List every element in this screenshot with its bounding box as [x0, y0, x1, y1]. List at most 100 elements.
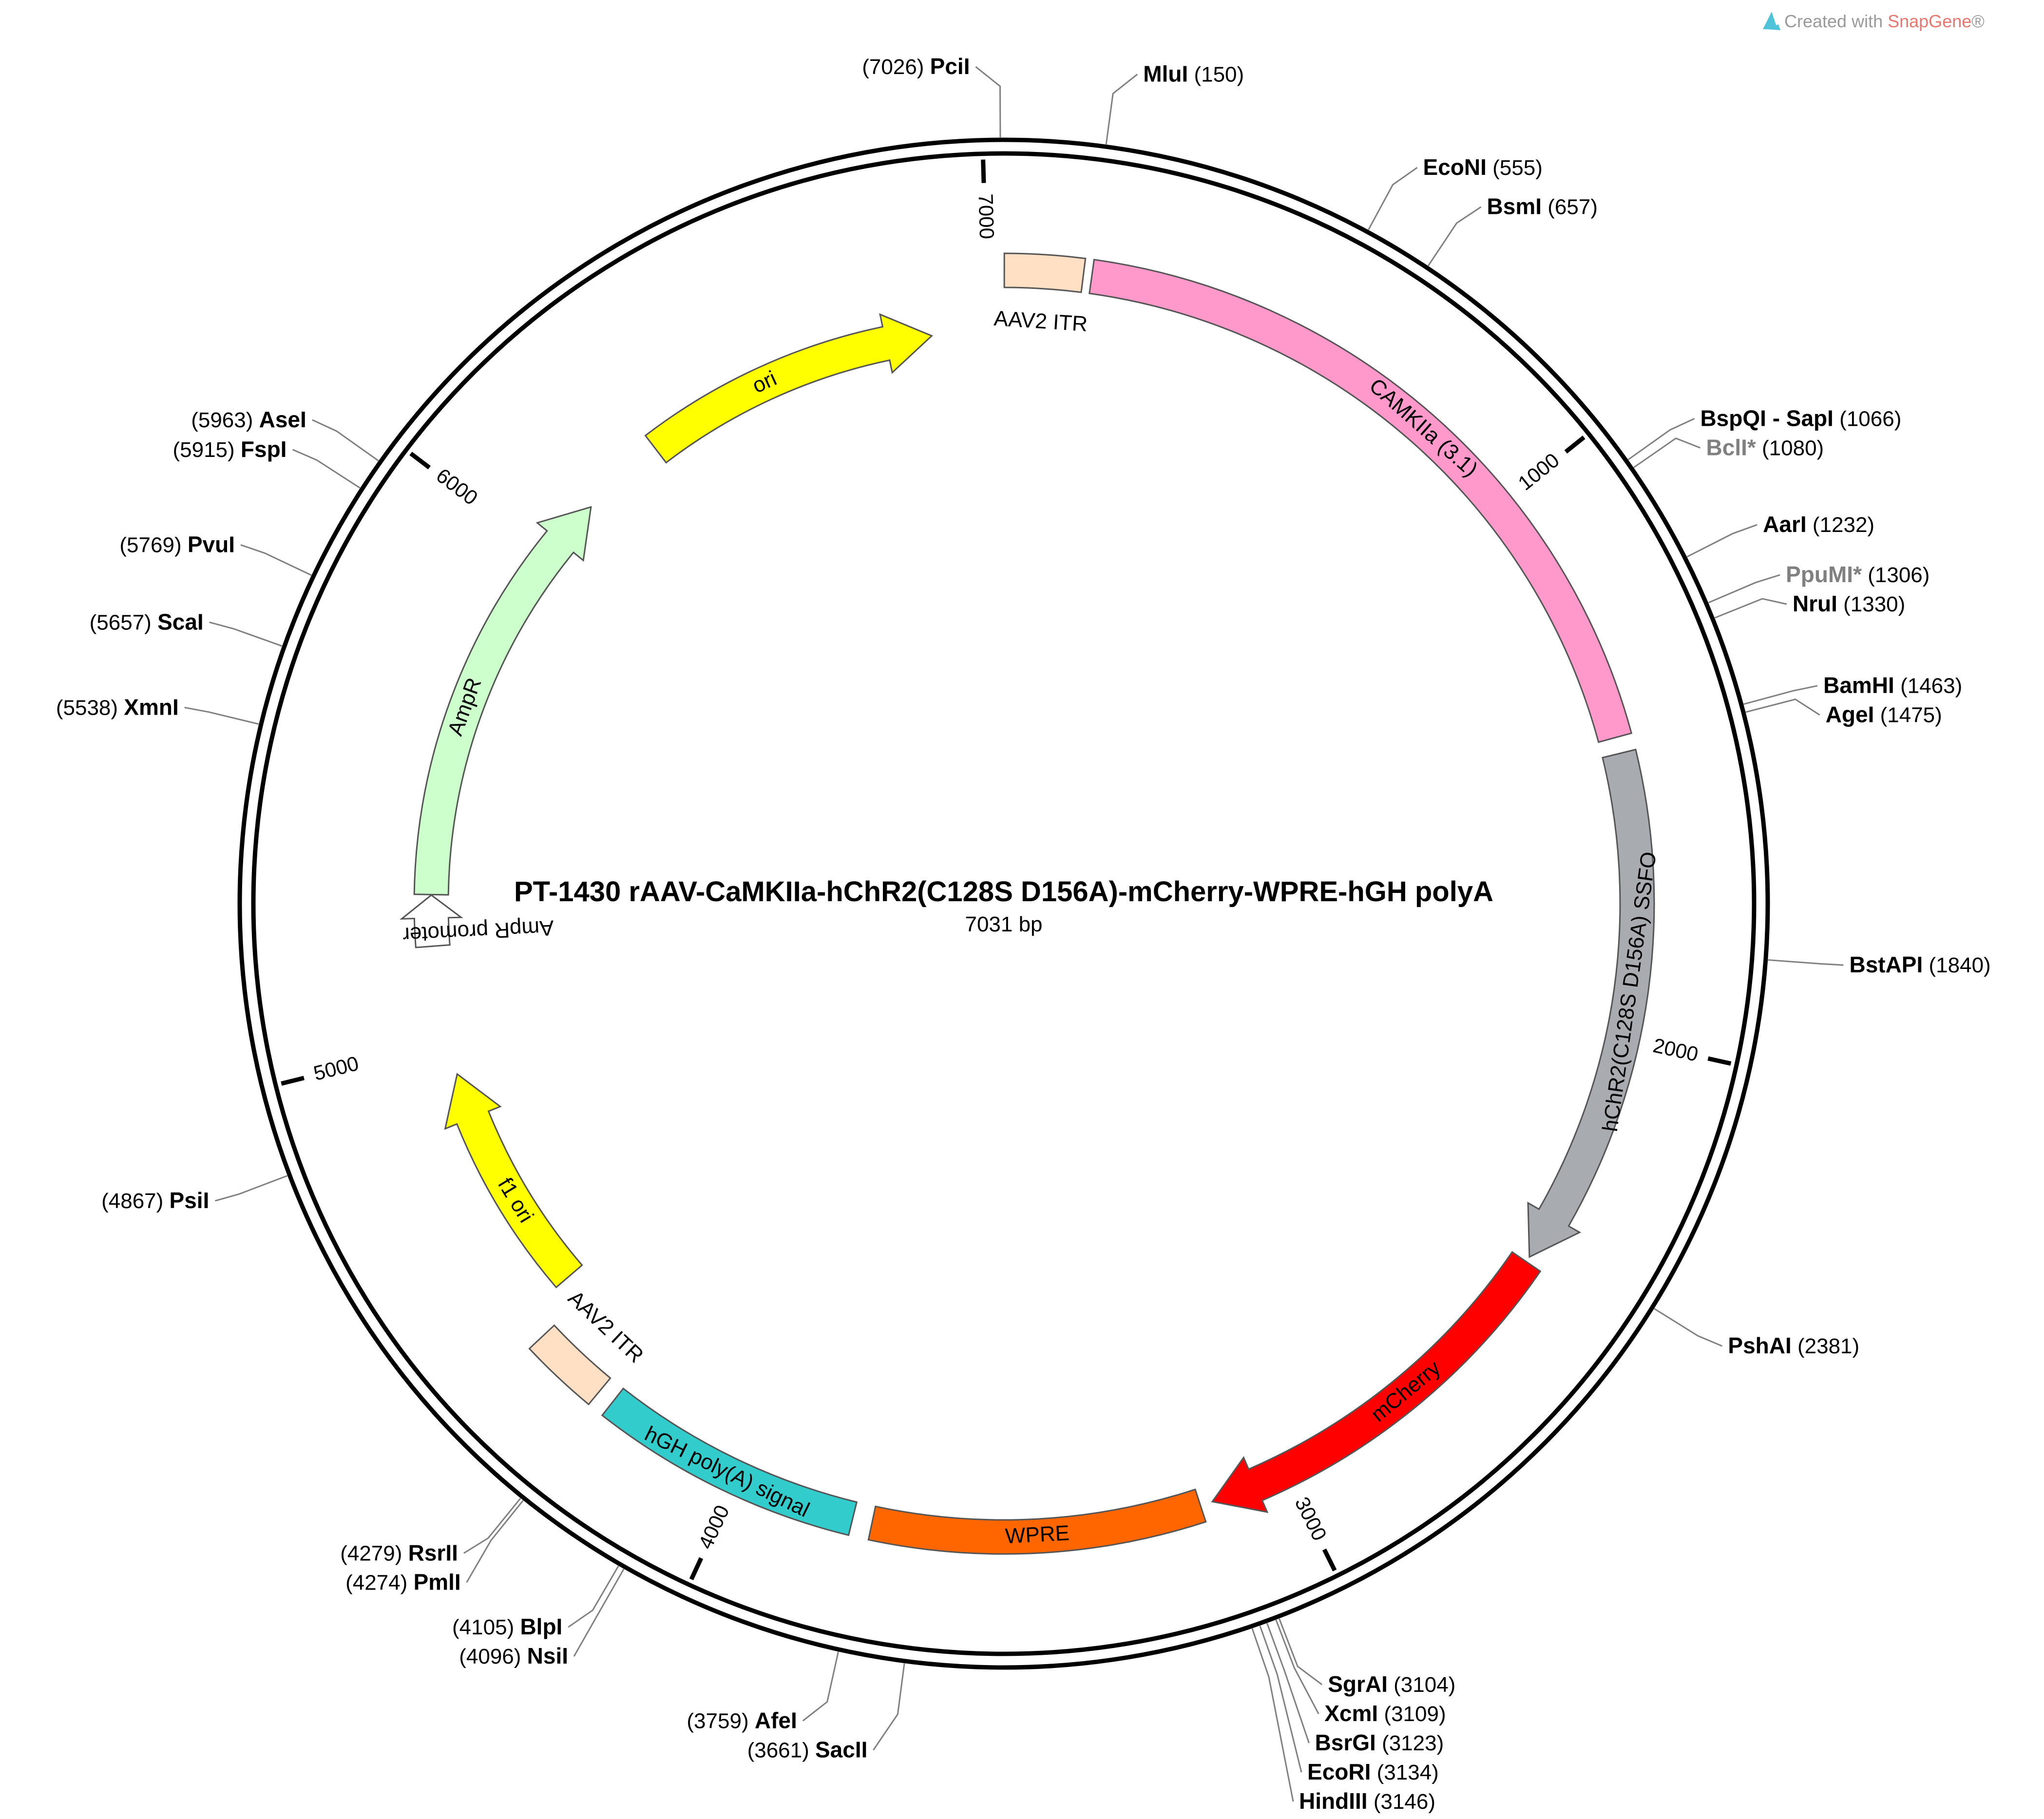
site-label: XcmI (3109): [1324, 1701, 1446, 1726]
feature-ori[interactable]: [644, 313, 934, 464]
site-label: (3759) AfeI: [687, 1707, 797, 1733]
site-xcmi[interactable]: XcmI (3109): [1275, 1619, 1446, 1726]
site-position: (555): [1487, 156, 1543, 180]
tick-mark: [409, 452, 431, 470]
site-leader-line: [1633, 437, 1701, 469]
feature-label-aav2-itr: AAV2 ITR: [993, 306, 1088, 336]
site-position: (1330): [1837, 592, 1905, 616]
site-name: AseI: [259, 407, 306, 432]
feature-mcherry[interactable]: [1211, 1251, 1542, 1513]
site-label: EcoNI (555): [1423, 154, 1543, 180]
feature-aav2-itr[interactable]: [1003, 252, 1087, 293]
site-label: (4096) NsiI: [459, 1643, 568, 1668]
site-label: BsmI (657): [1487, 194, 1598, 219]
snapgene-credit: Created with SnapGene®: [1763, 11, 1985, 31]
site-pmli[interactable]: (4274) PmlI: [345, 1499, 524, 1594]
site-afei[interactable]: (3759) AfeI: [687, 1651, 840, 1733]
site-label: (5963) AseI: [191, 407, 306, 432]
site-name: ScaI: [157, 609, 204, 634]
site-label: BstAPI (1840): [1849, 952, 1990, 977]
feature-ampr-promoter[interactable]: [399, 894, 463, 948]
feature-wpre[interactable]: [867, 1488, 1207, 1555]
site-bsrgi[interactable]: BsrGI (3123): [1266, 1622, 1444, 1755]
site-bspqi-sapi[interactable]: BspQI - SapI (1066): [1627, 405, 1901, 461]
site-label: PshAI (2381): [1728, 1333, 1859, 1358]
site-nrui[interactable]: NruI (1330): [1714, 591, 1906, 619]
backbone-inner-ring: [251, 151, 1757, 1656]
site-xmni[interactable]: (5538) XmnI: [56, 694, 260, 725]
tick-mark: [1564, 436, 1586, 454]
tick-label: 6000: [432, 464, 482, 510]
site-label: PpuMI* (1306): [1786, 562, 1929, 587]
site-ppumi-[interactable]: PpuMI* (1306): [1708, 562, 1930, 604]
site-fspi[interactable]: (5915) FspI: [172, 436, 361, 489]
site-agei[interactable]: AgeI (1475): [1745, 698, 1942, 727]
site-leader-line: [802, 1651, 840, 1722]
tick-mark: [981, 159, 986, 183]
site-label: BclI* (1080): [1706, 435, 1824, 460]
site-label: (3661) SacII: [747, 1737, 868, 1762]
site-scai[interactable]: (5657) ScaI: [90, 609, 283, 647]
tick-label: 3000: [1291, 1493, 1332, 1544]
site-leader-line: [1627, 417, 1695, 461]
site-rsrii[interactable]: (4279) RsrII: [340, 1497, 521, 1565]
tick-mark: [1707, 1056, 1732, 1066]
site-leader-line: [214, 1175, 288, 1202]
site-mlui[interactable]: MluI (150): [1105, 61, 1244, 145]
site-position: (150): [1188, 62, 1244, 86]
site-ecori[interactable]: EcoRI (3134): [1259, 1625, 1439, 1785]
site-position: (4279): [340, 1541, 408, 1565]
site-sgrai[interactable]: SgrAI (3104): [1278, 1618, 1455, 1697]
site-leader-line: [292, 449, 361, 489]
plasmid-size: 7031 bp: [965, 912, 1042, 936]
site-pcii[interactable]: (7026) PciI: [862, 54, 1001, 138]
site-name: EcoRI: [1307, 1759, 1371, 1784]
site-nsii[interactable]: (4096) NsiI: [459, 1568, 625, 1668]
site-blpi[interactable]: (4105) BlpI: [452, 1565, 619, 1639]
site-asei[interactable]: (5963) AseI: [191, 407, 380, 462]
site-name: MluI: [1143, 61, 1188, 86]
site-position: (3109): [1378, 1702, 1446, 1726]
site-leader-line: [1266, 1622, 1310, 1743]
site-leader-line: [1743, 685, 1818, 705]
feature-ampr[interactable]: [413, 506, 592, 896]
feature-aav2-itr[interactable]: [528, 1324, 611, 1405]
site-name: EcoNI: [1423, 154, 1487, 180]
site-pvui[interactable]: (5769) PvuI: [119, 532, 312, 576]
site-position: (7026): [862, 55, 930, 79]
site-bsmi[interactable]: BsmI (657): [1427, 194, 1598, 267]
site-leader-line: [240, 544, 312, 576]
site-label: AarI (1232): [1763, 512, 1874, 537]
feature-hchr2-c128s-d156a-ssfo[interactable]: [1527, 748, 1655, 1258]
site-psii[interactable]: (4867) PsiI: [101, 1175, 288, 1213]
feature-hgh-poly-a-signal[interactable]: [601, 1387, 858, 1536]
site-name: HindIII: [1299, 1788, 1368, 1814]
tick-label: 2000: [1651, 1034, 1700, 1066]
site-position: (3661): [747, 1738, 815, 1762]
site-label: (4105) BlpI: [452, 1614, 562, 1639]
site-bcli-[interactable]: BclI* (1080): [1633, 435, 1824, 469]
site-pshai[interactable]: PshAI (2381): [1653, 1307, 1859, 1358]
site-position: (3104): [1388, 1673, 1455, 1697]
site-label: (5915) FspI: [172, 436, 287, 462]
site-econi[interactable]: EcoNI (555): [1367, 154, 1543, 231]
feature-f1-ori[interactable]: [444, 1073, 583, 1288]
site-leader-line: [1653, 1307, 1722, 1347]
site-bamhi[interactable]: BamHI (1463): [1743, 673, 1962, 705]
site-position: (5963): [191, 408, 259, 432]
site-position: (4274): [345, 1571, 413, 1594]
plasmid-title: PT-1430 rAAV-CaMKIIa-hChR2(C128S D156A)-…: [514, 876, 1493, 908]
feature-camkiia-3-1[interactable]: [1089, 259, 1633, 743]
restriction-sites: MluI (150) EcoNI (555) BsmI (657) BspQI - S…: [56, 54, 1991, 1814]
site-hindiii[interactable]: HindIII (3146): [1251, 1628, 1435, 1814]
site-name: AarI: [1763, 512, 1806, 537]
tick-mark: [1322, 1548, 1337, 1572]
site-sacii[interactable]: (3661) SacII: [747, 1663, 905, 1762]
site-position: (3123): [1376, 1731, 1444, 1755]
site-aari[interactable]: AarI (1232): [1686, 512, 1874, 558]
site-label: MluI (150): [1143, 61, 1244, 86]
tick-label: 7000: [974, 193, 999, 240]
site-name: PvuI: [188, 532, 235, 557]
site-bstapi[interactable]: BstAPI (1840): [1767, 952, 1991, 977]
